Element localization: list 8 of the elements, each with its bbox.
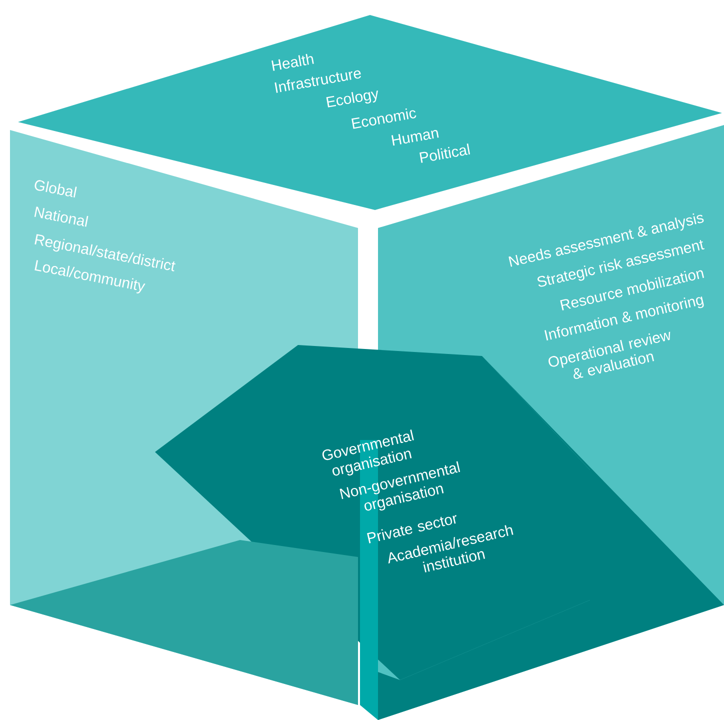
face-label: Human <box>391 130 439 146</box>
face-label: Infrastructure <box>274 70 361 93</box>
face-label: Economic <box>352 108 416 129</box>
face-label: National <box>34 206 88 227</box>
face-label: Political <box>420 144 470 163</box>
face-label: Health <box>272 54 314 71</box>
face-label: Ecology <box>326 90 378 108</box>
face-label: Global <box>34 180 77 198</box>
